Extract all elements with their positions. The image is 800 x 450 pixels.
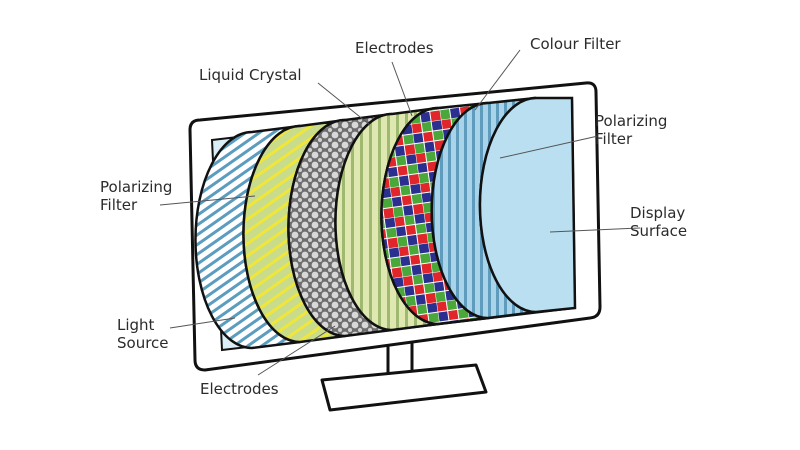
label-light-source: Light Source (117, 316, 169, 352)
leader-lines (159, 49, 641, 376)
layer-display-surface (478, 96, 577, 314)
label-electrodes-top: Electrodes (355, 39, 434, 57)
label-polarizing-filter-back: Polarizing Filter (100, 178, 177, 214)
label-polarizing-filter-front: Polarizing Filter (595, 112, 672, 148)
label-display-surface: Display Surface (630, 204, 690, 240)
label-liquid-crystal: Liquid Crystal (199, 66, 302, 84)
label-electrodes-bottom: Electrodes (200, 380, 279, 398)
label-colour-filter: Colour Filter (530, 35, 621, 53)
